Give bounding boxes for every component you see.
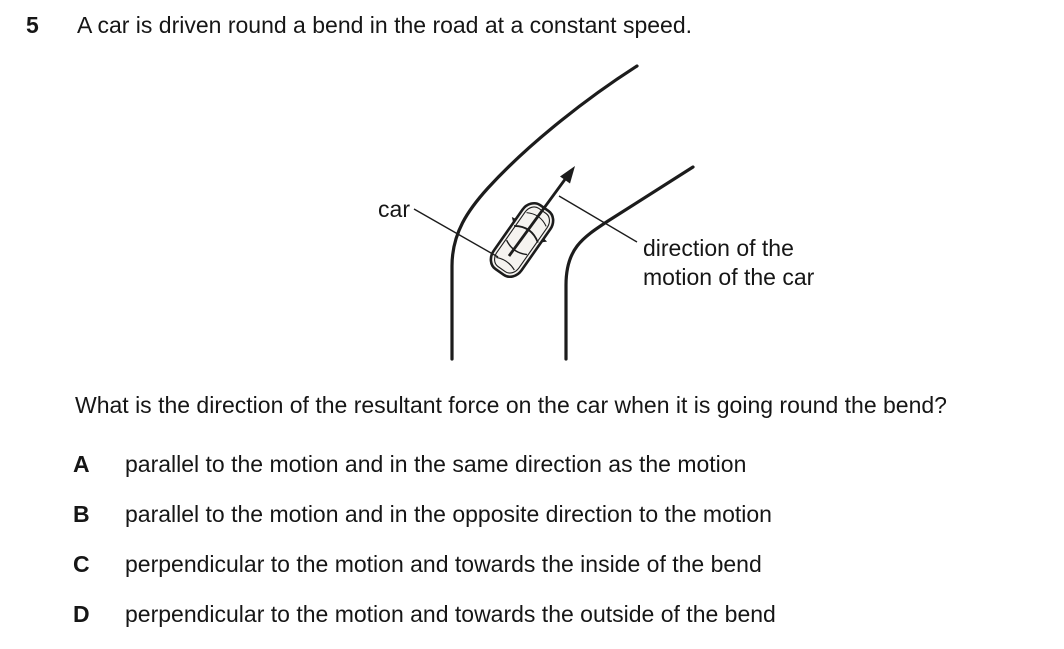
road-bend-diagram: car direction of the motion of the car	[378, 64, 815, 361]
option-letter-b: B	[73, 501, 90, 527]
motion-arrow-head	[560, 166, 575, 184]
car-right-mirror	[541, 237, 548, 243]
question-number: 5	[26, 12, 39, 38]
option-text-b: parallel to the motion and in the opposi…	[125, 501, 772, 527]
outer-road-edge-line	[450, 64, 639, 361]
car-label: car	[378, 196, 410, 222]
car-trunk-line	[496, 256, 515, 271]
option-text-d: perpendicular to the motion and towards …	[125, 601, 776, 627]
car-label-leader-line	[413, 208, 499, 258]
question-prompt: What is the direction of the resultant f…	[75, 392, 947, 418]
option-text-c: perpendicular to the motion and towards …	[125, 551, 762, 577]
option-letter-c: C	[73, 551, 90, 577]
car-left-mirror	[511, 217, 517, 223]
direction-label-line-1: direction of the	[643, 235, 794, 261]
direction-label-leader-line	[558, 195, 638, 243]
motion-arrow-shaft	[507, 177, 568, 257]
option-letter-a: A	[73, 451, 90, 477]
option-text-a: parallel to the motion and in the same d…	[125, 451, 747, 477]
question-stem: A car is driven round a bend in the road…	[77, 12, 693, 38]
direction-label-line-2: motion of the car	[643, 264, 815, 290]
motion-arrow	[507, 166, 575, 257]
inner-road-edge-line	[564, 165, 695, 361]
option-letter-d: D	[73, 601, 90, 627]
